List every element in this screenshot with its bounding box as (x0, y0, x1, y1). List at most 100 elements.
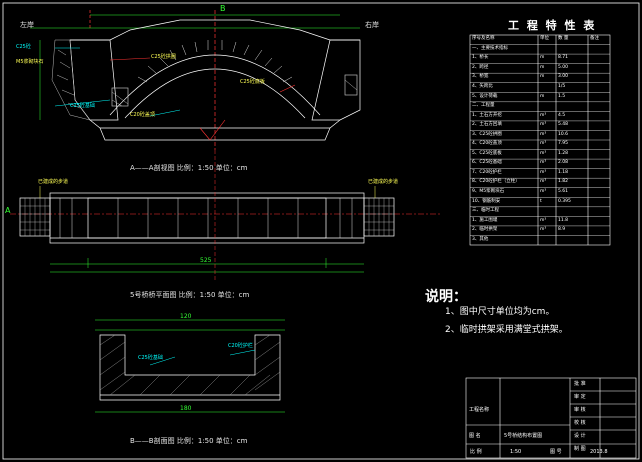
table-cell: 3.00 (558, 74, 569, 80)
table-cell: m³ (540, 150, 547, 156)
table-cell: 5、C25砼底板 (472, 150, 502, 156)
table-cell: m³ (540, 122, 547, 128)
table-cell: m³ (540, 169, 547, 175)
table-cell: 5.61 (558, 189, 569, 194)
table-cell: 3、桥宽 (472, 74, 489, 80)
table-cell: m³ (540, 141, 547, 147)
section-a-marker: A (5, 206, 11, 215)
table-cell: 6、C25砼基础 (472, 160, 502, 166)
title-block-footer-item: 图 号 (550, 449, 562, 455)
table-cell: 3、C25砼拱圈 (472, 131, 502, 137)
table-cell: t (540, 198, 542, 204)
table-cell: 5.00 (558, 64, 569, 70)
table-cell: 1.5 (558, 93, 566, 99)
table-cell: 1.18 (558, 169, 569, 175)
notes-item-1: 1、图中尺寸单位均为cm。 (445, 307, 555, 317)
table-cell: 7、C20砼护栏 (472, 169, 502, 175)
table-cell: m³ (540, 189, 547, 194)
table-cell: 8.9 (558, 227, 566, 233)
right-bank-label: 右岸 (365, 21, 379, 29)
table-cell: 2、土石方回填 (472, 122, 502, 128)
table-cell: 10.6 (558, 131, 569, 137)
title-block-role: 设 计 (574, 433, 586, 439)
c20-guard-bb-label: C20砼护栏 (228, 343, 253, 349)
title-block-project-label: 工程名称 (469, 407, 490, 413)
table-cell: 3、其他 (472, 236, 489, 242)
title-block-role: 批 准 (574, 381, 586, 387)
table-cell: 4、矢跨比 (472, 84, 493, 89)
table-cell: 一、主要技术指标 (472, 45, 508, 51)
table-cell: 5、设计荷载 (472, 93, 498, 99)
table-cell: m³ (540, 179, 547, 185)
table-header-cell: 序号及名称 (472, 36, 495, 42)
c25-base-label: C25砼基础 (70, 103, 95, 109)
notes-title: 说明： (425, 289, 467, 305)
c25-base-bb-label: C25砼基础 (138, 355, 163, 361)
table-cell: m (540, 93, 545, 99)
title-block-drawing-name: 5号桥结构布置图 (504, 433, 543, 439)
table-cell: 4、C20砼盖顶 (472, 141, 502, 147)
table-cell: 1/5 (558, 84, 566, 89)
table-cell: 5.48 (558, 122, 569, 128)
table-cell: 7.95 (558, 141, 569, 147)
c25-masonry-label: C25砼 (16, 44, 31, 50)
title-block-role: 制 图 (574, 446, 586, 452)
section-b-marker: B (220, 4, 226, 13)
title-block-footer-item: 比 例 (470, 449, 482, 455)
title-block-frame (465, 377, 637, 459)
table-cell: 11.8 (558, 217, 569, 223)
section-bb-view (95, 319, 285, 413)
table-cell: m³ (540, 112, 547, 118)
title-block-footer-item: 1:50 (510, 449, 522, 455)
table-cell: 1、施工围堰 (472, 217, 498, 223)
table-cell: m (540, 55, 545, 61)
existing-road-right-label: 已建成的步道 (368, 179, 399, 185)
c25-bottom-label: C25砼底板 (240, 79, 265, 85)
c25-arch-label: C25砼拱圈 (151, 54, 176, 60)
table-cell: m³ (540, 160, 547, 166)
left-bank-label: 左岸 (20, 21, 34, 29)
section-aa-view (30, 10, 361, 150)
table-cell: 1.82 (558, 179, 569, 185)
title-block-role: 审 定 (574, 394, 586, 400)
table-header-cell: 单位 (540, 36, 549, 42)
left-riprap-hatch (51, 39, 91, 121)
title-block-footer-item: 2013.8 (590, 449, 608, 455)
table-cell: 二、工程量 (472, 103, 495, 109)
caption-section-bb: B——B剖面图 比例：1:50 单位：cm (130, 437, 248, 445)
caption-plan-5: 5号桥桥平面图 比例：1:50 单位：cm (130, 291, 250, 299)
title-block-role: 审 核 (574, 407, 586, 413)
table-cell: 三、临时工程 (472, 208, 499, 214)
caption-section-aa: A——A剖视图 比例：1:50 单位：cm (130, 164, 248, 172)
table-cell: m³ (540, 217, 547, 223)
table-cell: 2.08 (558, 160, 569, 166)
bb-dim-bottom-label: 180 (180, 405, 192, 412)
table-header-cell: 数 量 (558, 36, 569, 42)
plan-view (10, 150, 440, 280)
plan-dim-label: 525 (200, 257, 212, 264)
table-cell: 8.71 (558, 55, 569, 61)
table-cell: 2、跨径 (472, 64, 489, 70)
table-cell: 4.5 (558, 112, 566, 118)
notes-item-2: 2、临时拱架采用满堂式拱架。 (445, 325, 568, 335)
table-cell: m (540, 64, 545, 70)
m5-mortar-label: M5浆砌块石 (16, 59, 44, 65)
title-block-drawing-label: 图 名 (469, 433, 481, 439)
table-cell: 10、钢筋制安 (472, 198, 501, 204)
property-table-row-lines (470, 44, 610, 236)
bb-dim-top-label: 120 (180, 313, 192, 320)
table-cell: m³ (540, 227, 547, 233)
arch-ring-hatch (137, 40, 293, 83)
table-cell: m³ (540, 131, 547, 137)
c20-cap-label: C20砼盖顶 (130, 112, 155, 118)
table-cell: 0.395 (558, 198, 571, 204)
table-header-cell: 备注 (590, 36, 599, 42)
table-cell: m (540, 74, 545, 80)
title-block-role: 校 核 (574, 420, 586, 426)
table-cell: 2、临时拱架 (472, 227, 498, 233)
existing-road-left-label: 已建成的步道 (38, 179, 69, 185)
table-title: 工 程 特 性 表 (508, 19, 597, 32)
table-cell: 1、土石方开挖 (472, 112, 502, 118)
